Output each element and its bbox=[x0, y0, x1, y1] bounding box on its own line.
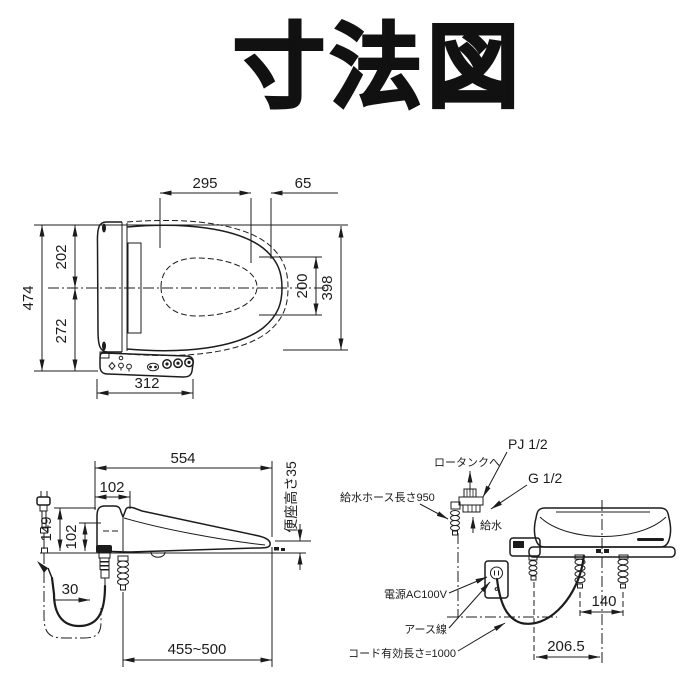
top-view-body-outline bbox=[96, 219, 289, 359]
side-view-unit-profile bbox=[96, 505, 285, 558]
label-power: 電源AC100V bbox=[384, 587, 448, 601]
label-pj-half: PJ 1/2 bbox=[508, 436, 548, 452]
dim-65: 65 bbox=[295, 175, 312, 192]
dim-295: 295 bbox=[192, 175, 217, 192]
stop-icon bbox=[147, 362, 159, 372]
seat-bumper bbox=[150, 551, 166, 558]
cord-reference-path bbox=[43, 553, 102, 639]
hinge-damper-right bbox=[102, 341, 106, 351]
front-view: ロータンクへ PJ 1/2 G 1/2 bbox=[340, 436, 676, 663]
dim-554: 554 bbox=[170, 450, 195, 467]
dim-272: 272 bbox=[53, 318, 70, 343]
label-supply-hose: 給水ホース長さ950 bbox=[340, 490, 435, 504]
outlet-socket-icon bbox=[490, 566, 503, 580]
dim-102-left: 102 bbox=[63, 524, 80, 549]
hinge-damper-left bbox=[102, 223, 106, 233]
lid-outline bbox=[126, 224, 283, 352]
seat-opening-outline bbox=[160, 257, 258, 317]
dim-398: 398 bbox=[319, 275, 336, 300]
power-cord bbox=[50, 576, 107, 628]
dim-30: 30 bbox=[62, 581, 79, 598]
side-view-dimensions: 554 102 149 102 30 455~500 便座高さ35 bbox=[38, 450, 303, 663]
dim-200: 200 bbox=[294, 273, 311, 298]
side-view-extension-lines bbox=[40, 461, 311, 667]
control-panel bbox=[99, 352, 194, 378]
page-title: 寸法図 bbox=[231, 17, 525, 119]
power-plug-and-cord bbox=[36, 491, 107, 639]
power-plug-icon bbox=[36, 496, 51, 506]
water-inlet-connector bbox=[96, 545, 112, 586]
dim-202: 202 bbox=[53, 244, 70, 269]
seat-hidden-outline bbox=[126, 219, 289, 357]
indicator-icon bbox=[118, 355, 124, 361]
label-supply: 給水 bbox=[480, 518, 502, 532]
supply-fitting: ロータンクへ PJ 1/2 G 1/2 bbox=[340, 436, 562, 618]
top-view: 474 202 272 295 65 200 398 312 bbox=[20, 175, 348, 399]
dim-455-500: 455~500 bbox=[168, 641, 227, 658]
flexible-hose bbox=[117, 555, 129, 591]
person-wash-icon bbox=[118, 362, 124, 371]
top-view-extension-lines bbox=[34, 198, 348, 399]
dim-102-top: 102 bbox=[99, 479, 124, 496]
round-button-icons bbox=[162, 357, 194, 369]
seat-height-label: 便座高さ35 bbox=[283, 461, 299, 533]
side-control-box bbox=[509, 537, 541, 557]
person-bidet-icon bbox=[126, 363, 132, 372]
label-g-half: G 1/2 bbox=[528, 470, 562, 486]
side-view: 554 102 149 102 30 455~500 便座高さ35 bbox=[36, 450, 311, 667]
label-earth: アース線 bbox=[404, 622, 447, 636]
lid-hinge-cover bbox=[127, 242, 142, 334]
nozzle-icon bbox=[108, 361, 116, 371]
front-view-dimensions: 140 206.5 bbox=[536, 593, 623, 660]
dim-312: 312 bbox=[134, 375, 159, 392]
display-icon bbox=[513, 541, 524, 548]
power-outlet-group: 電源AC100V アース線 コード有効長さ=1000 bbox=[348, 554, 586, 660]
label-cord-length: コード有効長さ=1000 bbox=[348, 646, 456, 660]
dim-206-5: 206.5 bbox=[547, 638, 585, 655]
lid-seam-curve bbox=[539, 516, 667, 537]
label-low-tank: ロータンクへ bbox=[434, 456, 500, 469]
top-view-dimensions: 474 202 272 295 65 200 398 312 bbox=[20, 175, 344, 396]
power-cord-front bbox=[495, 554, 586, 625]
earth-terminal-icon bbox=[37, 561, 48, 573]
dim-474: 474 bbox=[20, 285, 37, 310]
front-view-unit bbox=[509, 500, 676, 663]
dim-140: 140 bbox=[591, 593, 616, 610]
